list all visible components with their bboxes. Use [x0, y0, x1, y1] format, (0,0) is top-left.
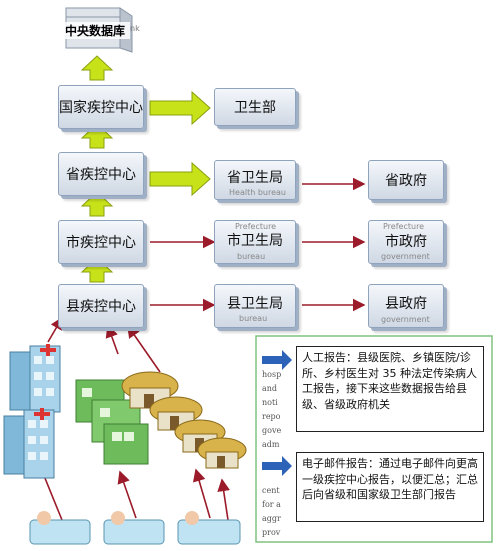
arrow-patient2: [117, 470, 137, 519]
panel-background-text-a: hosp and noti repo gove adm: [262, 368, 281, 452]
city-health-bureau-label: 市卫生局: [227, 233, 283, 249]
city-health-bureau-top: Prefecture: [235, 222, 277, 231]
county-health-bureau-box: 县卫生局 bureau: [214, 284, 296, 328]
city-health-bureau-box: Prefecture 市卫生局 bureau: [214, 220, 296, 264]
bg-text-line: repo: [262, 412, 281, 421]
health-dept-arrows: [149, 90, 211, 197]
provincial-health-bureau-box: 省卫生局 Health bureau: [214, 160, 296, 200]
bg-text-line: noti: [262, 398, 278, 407]
city-government-sub: government: [381, 252, 430, 261]
ministry-of-health-label: 卫生部: [234, 100, 276, 116]
arrow-up-city-province: [80, 191, 114, 217]
arrow-clinic-county: [105, 324, 119, 355]
arrow-patient4: [217, 478, 230, 521]
provincial-cdc-box: 省疾控中心: [58, 152, 144, 196]
national-cdc-box: 国家疾控中心: [58, 85, 144, 129]
city-government-box: Prefecture 市政府 government: [368, 220, 444, 264]
county-cdc-label: 县疾控中心: [66, 299, 136, 315]
arrow-up-county-city: [80, 257, 114, 283]
county-government-sub: government: [381, 315, 430, 324]
county-government-label: 县政府: [385, 296, 427, 312]
clinic-buildings: [75, 379, 149, 465]
hospital-buildings: [3, 344, 61, 479]
bg-text-line: cent: [262, 486, 280, 495]
provincial-government-box: 省政府: [368, 160, 444, 200]
arrow-village-county: [127, 324, 161, 373]
bg-text-line: adm: [262, 440, 280, 449]
ministry-of-health-box: 卫生部: [214, 88, 296, 126]
county-cdc-box: 县疾控中心: [58, 284, 144, 328]
email-report-note: 电子邮件报告：通过电子邮件向更高一级疾控中心报告，以便汇总；汇总后向省级和国家级…: [296, 452, 484, 522]
bg-text-line: aggr: [262, 514, 281, 523]
bg-text-line: and: [262, 384, 278, 393]
provincial-government-label: 省政府: [385, 173, 427, 189]
provincial-health-bureau-sub: Health bureau: [229, 188, 286, 197]
city-cdc-box: 市疾控中心: [58, 220, 144, 264]
county-health-bureau-label: 县卫生局: [227, 296, 283, 312]
upward-arrows: [80, 55, 114, 283]
national-cdc-label: 国家疾控中心: [59, 100, 143, 116]
manual-report-note: 人工报告：县级医院、乡镇医院/诊所、乡村医生对 35 种法定传染病人工报告，接下…: [296, 346, 484, 432]
arrow-up-province-national: [80, 123, 114, 149]
central-database-label: 中央数据库: [60, 22, 130, 39]
panel-pointer-arrows: [262, 350, 292, 476]
bg-text-line: for a: [262, 500, 281, 509]
database-mark-text: nk: [130, 24, 140, 33]
arrow-province-bureau: [149, 161, 211, 197]
arrow-national-ministry: [149, 90, 211, 126]
city-government-label: 市政府: [385, 234, 427, 250]
bg-text-line: prov: [262, 528, 281, 537]
arrow-up-national-db: [80, 55, 114, 81]
patients-in-beds: [29, 511, 241, 545]
city-government-top: Prefecture: [383, 222, 425, 231]
provincial-cdc-label: 省疾控中心: [66, 167, 136, 183]
county-government-box: 县政府 government: [368, 284, 444, 328]
bg-text-line: gove: [262, 426, 282, 435]
panel-background-text-b: cent for a aggr prov: [262, 484, 281, 540]
village-huts: [121, 371, 247, 469]
report-arrows: [34, 177, 366, 521]
arrow-patient3: [192, 468, 211, 519]
county-health-bureau-sub: bureau: [239, 314, 268, 323]
provincial-health-bureau-label: 省卫生局: [227, 170, 283, 186]
city-cdc-label: 市疾控中心: [66, 235, 136, 251]
bg-text-line: hosp: [262, 370, 282, 379]
city-health-bureau-sub: bureau: [237, 252, 266, 261]
